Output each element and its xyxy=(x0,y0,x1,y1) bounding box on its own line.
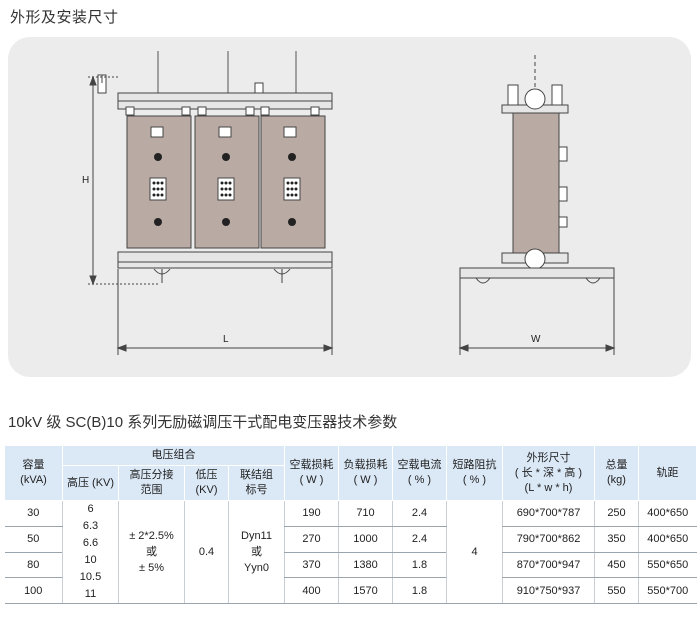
cell-weight: 550 xyxy=(594,577,639,604)
header-noload-current: 空载电流( % ) xyxy=(392,445,447,501)
dimension-drawing: H L W xyxy=(8,37,691,377)
cell-capacity: 50 xyxy=(4,526,63,553)
header-noload-loss: 空载损耗( W ) xyxy=(284,445,339,501)
table-row: 80 370 1380 1.8 870*700*947 450 550*650 xyxy=(4,552,697,579)
header-weight: 总量(kg) xyxy=(594,445,639,501)
cell-capacity: 30 xyxy=(4,500,63,527)
cell-noload-current: 1.8 xyxy=(392,577,447,604)
dim-w-label: W xyxy=(531,334,541,345)
cell-gauge: 550*700 xyxy=(638,577,697,604)
cell-dimensions: 910*750*937 xyxy=(502,577,595,604)
cell-gauge: 400*650 xyxy=(638,500,697,527)
header-dimensions: 外形尺寸( 长 * 深 * 高 )(L * w * h) xyxy=(502,445,595,501)
header-connection: 联结组标号 xyxy=(228,465,285,501)
cell-noload-current: 2.4 xyxy=(392,500,447,527)
cell-lv: 0.4 xyxy=(184,500,229,604)
section-title: 外形及安装尺寸 xyxy=(10,9,119,26)
header-capacity: 容量(kVA) xyxy=(4,445,63,501)
table-title: 10kV 级 SC(B)10 系列无励磁调压干式配电变压器技术参数 xyxy=(8,414,398,431)
cell-load-loss: 1000 xyxy=(338,526,393,553)
cell-gauge: 400*650 xyxy=(638,526,697,553)
header-gauge: 轨距 xyxy=(638,445,697,501)
cell-weight: 350 xyxy=(594,526,639,553)
cell-noload-loss: 190 xyxy=(284,500,339,527)
side-view xyxy=(458,55,616,355)
cell-noload-current: 1.8 xyxy=(392,552,447,579)
cell-gauge: 550*650 xyxy=(638,552,697,579)
header-lv: 低压(KV) xyxy=(184,465,229,501)
cell-load-loss: 1380 xyxy=(338,552,393,579)
spec-table: 容量(kVA) 电压组合 空载损耗( W ) 负载损耗( W ) 空载电流( %… xyxy=(4,445,697,604)
cell-weight: 250 xyxy=(594,500,639,527)
front-view xyxy=(88,51,334,355)
header-tap-range: 高压分接范围 xyxy=(118,465,185,501)
cell-weight: 450 xyxy=(594,552,639,579)
cell-dimensions: 870*700*947 xyxy=(502,552,595,579)
cell-load-loss: 1570 xyxy=(338,577,393,604)
cell-noload-loss: 400 xyxy=(284,577,339,604)
cell-dimensions: 790*700*862 xyxy=(502,526,595,553)
cell-noload-loss: 370 xyxy=(284,552,339,579)
header-load-loss: 负载损耗( W ) xyxy=(338,445,393,501)
drawing-svg: H L W xyxy=(82,51,616,355)
cell-impedance: 4 xyxy=(446,500,503,604)
header-hv: 高压 (KV) xyxy=(62,465,119,501)
cell-capacity: 100 xyxy=(4,577,63,604)
table-row: 50 270 1000 2.4 790*700*862 350 400*650 xyxy=(4,526,697,553)
header-voltage-group: 电压组合 xyxy=(62,445,285,466)
cell-noload-loss: 270 xyxy=(284,526,339,553)
dim-l-label: L xyxy=(223,334,229,345)
cell-dimensions: 690*700*787 xyxy=(502,500,595,527)
table-row: 100 400 1570 1.8 910*750*937 550 550*700 xyxy=(4,577,697,604)
header-impedance: 短路阻抗( % ) xyxy=(446,445,503,501)
dim-h-label: H xyxy=(82,175,89,186)
cell-tap-range: ± 2*2.5%或± 5% xyxy=(118,500,185,604)
cell-noload-current: 2.4 xyxy=(392,526,447,553)
cell-load-loss: 710 xyxy=(338,500,393,527)
cell-capacity: 80 xyxy=(4,552,63,579)
